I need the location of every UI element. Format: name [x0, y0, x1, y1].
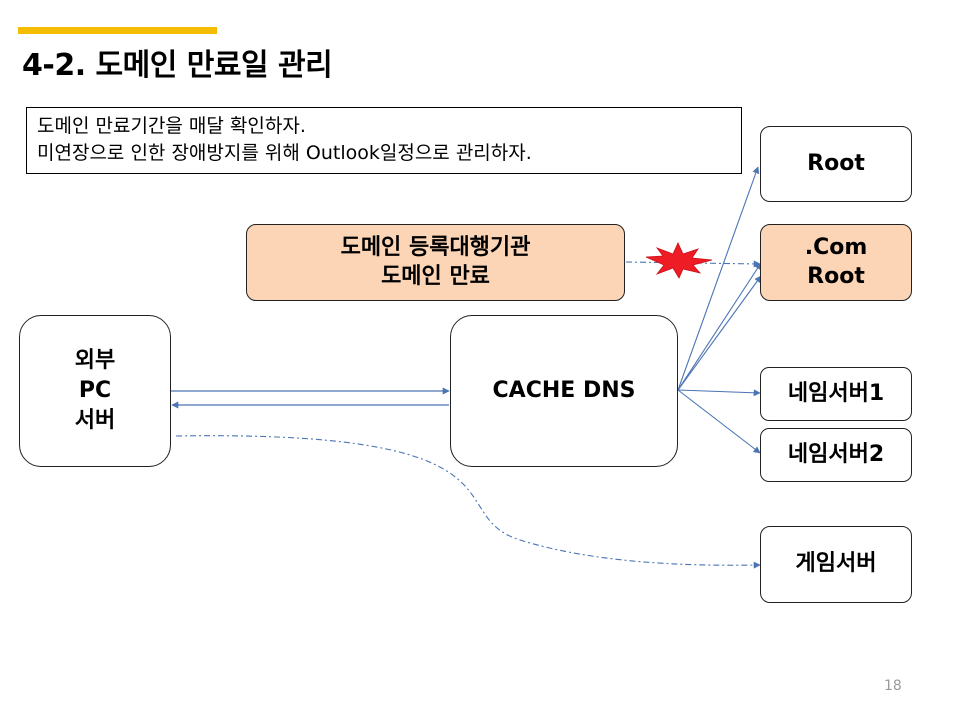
client-line-3: 서버: [74, 407, 116, 433]
arrow-cache-to-ns1: [677, 389, 761, 397]
registrar-line-1: 도메인 등록대행기관: [340, 234, 531, 260]
arrow-cache-to-com-root-lower: [677, 275, 762, 391]
arrow-cache-to-com-root-upper: [677, 262, 762, 391]
note-line-1: 도메인 만료기간을 매달 확인하자.: [37, 115, 306, 137]
arrow-client-to-game-server: [175, 435, 761, 569]
game-server-node: 게임서버: [760, 526, 912, 603]
game-server-label: 게임서버: [795, 551, 877, 577]
nameserver-2-label: 네임서버2: [787, 441, 885, 467]
slide-title: 4-2. 도메인 만료일 관리: [22, 48, 333, 83]
registrar-line-2: 도메인 만료: [381, 263, 490, 289]
registrar-expiry-box: 도메인 등록대행기관 도메인 만료: [246, 224, 625, 301]
cache-dns-label: CACHE DNS: [492, 377, 636, 403]
arrow-cache-to-root: [677, 166, 760, 391]
nameserver-2-node: 네임서버2: [760, 428, 912, 482]
root-node: Root: [760, 126, 912, 202]
client-node: 외부 PC 서버: [19, 315, 171, 467]
com-root-node: .Com Root: [760, 224, 912, 301]
com-root-line-2: Root: [807, 263, 865, 289]
title-accent-bar: [18, 27, 217, 34]
arrow-cache-to-ns2: [677, 389, 761, 454]
cache-dns-node: CACHE DNS: [450, 315, 678, 467]
root-label: Root: [807, 150, 865, 176]
client-line-1: 외부: [74, 348, 116, 374]
explosion-burst-icon: [645, 242, 713, 279]
com-root-line-1: .Com: [804, 234, 868, 260]
note-box: 도메인 만료기간을 매달 확인하자. 미연장으로 인한 장애방지를 위해 Out…: [26, 107, 742, 174]
nameserver-1-node: 네임서버1: [760, 367, 912, 421]
client-line-2: PC: [78, 378, 112, 404]
page-number: 18: [884, 678, 902, 694]
nameserver-1-label: 네임서버1: [787, 380, 885, 406]
note-line-2: 미연장으로 인한 장애방지를 위해 Outlook일정으로 관리하자.: [37, 142, 532, 164]
